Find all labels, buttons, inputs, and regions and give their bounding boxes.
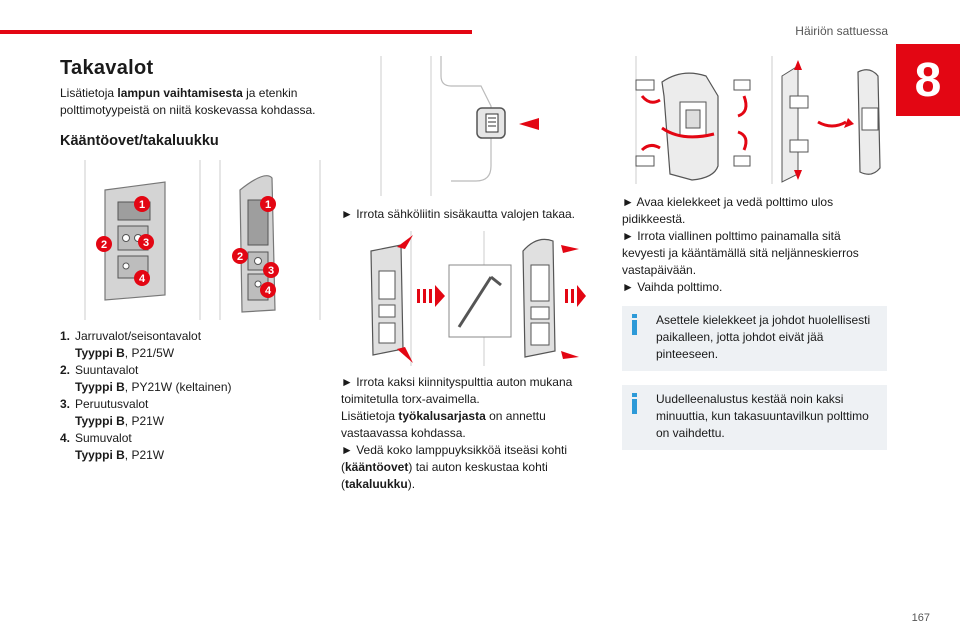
header-accent-bar (0, 30, 472, 34)
callout-2-left: 2 (96, 236, 112, 252)
step-remove-bulb: ► Irrota viallinen polttimo painamalla s… (622, 229, 859, 277)
tail-light-figure: 1 2 3 4 1 2 3 4 (60, 160, 330, 320)
svg-text:1: 1 (139, 199, 145, 211)
callout-3-right: 3 (263, 262, 279, 278)
callout-1-right: 1 (260, 196, 276, 212)
section-title: Takavalot (60, 57, 154, 79)
svg-text:4: 4 (265, 285, 272, 297)
column-1: Takavalot Lisätietoja lampun vaihtamises… (60, 56, 330, 464)
page-number: 167 (911, 612, 930, 624)
svg-text:3: 3 (268, 265, 274, 277)
chapter-tab: 8 (896, 44, 960, 116)
connector-figure (380, 56, 539, 196)
torx-bolt-figure (370, 231, 586, 366)
svg-text:4: 4 (139, 273, 146, 285)
svg-text:1: 1 (265, 199, 271, 211)
svg-text:2: 2 (237, 251, 243, 263)
svg-text:3: 3 (143, 237, 149, 249)
callout-3-left: 3 (138, 234, 154, 250)
callout-1-left: 1 (134, 196, 150, 212)
intro-text: Lisätietoja lampun vaihtamisesta ja eten… (60, 86, 316, 117)
info-icon (632, 393, 637, 415)
info-box-tabs: Asettele kielekkeet ja johdot huolellise… (622, 306, 887, 371)
callout-2-right: 2 (232, 248, 248, 264)
svg-text:2: 2 (101, 239, 107, 251)
step-open-tabs: ► Avaa kielekkeet ja vedä polttimo ulos … (622, 195, 834, 226)
step-replace-bulb: ► Vaihda polttimo. (622, 280, 723, 294)
step-remove-bolts: ► Irrota kaksi kiinnityspulttia auton mu… (341, 375, 573, 406)
callout-4-left: 4 (134, 270, 150, 286)
subsection-title: Kääntöovet/takaluukku (60, 133, 219, 149)
callout-4-right: 4 (260, 282, 276, 298)
column-3: ► Avaa kielekkeet ja vedä polttimo ulos … (622, 56, 887, 450)
column-2: ► Irrota sähköliitin sisäkautta valojen … (341, 56, 586, 493)
bulb-holder-figure (635, 56, 881, 184)
info-icon (632, 314, 637, 336)
info-box-reinit: Uudelleenalustus kestää noin kaksi minuu… (622, 385, 887, 450)
toolkit-reference: Lisätietoja työkalusarjasta on annettu v… (341, 409, 546, 440)
step-disconnect-connector: ► Irrota sähköliitin sisäkautta valojen … (341, 207, 575, 221)
step-pull-lamp-unit: ► Vedä koko lamppuyksikköä itseäsi kohti… (341, 443, 567, 491)
running-head: Häiriön sattuessa (795, 24, 888, 38)
